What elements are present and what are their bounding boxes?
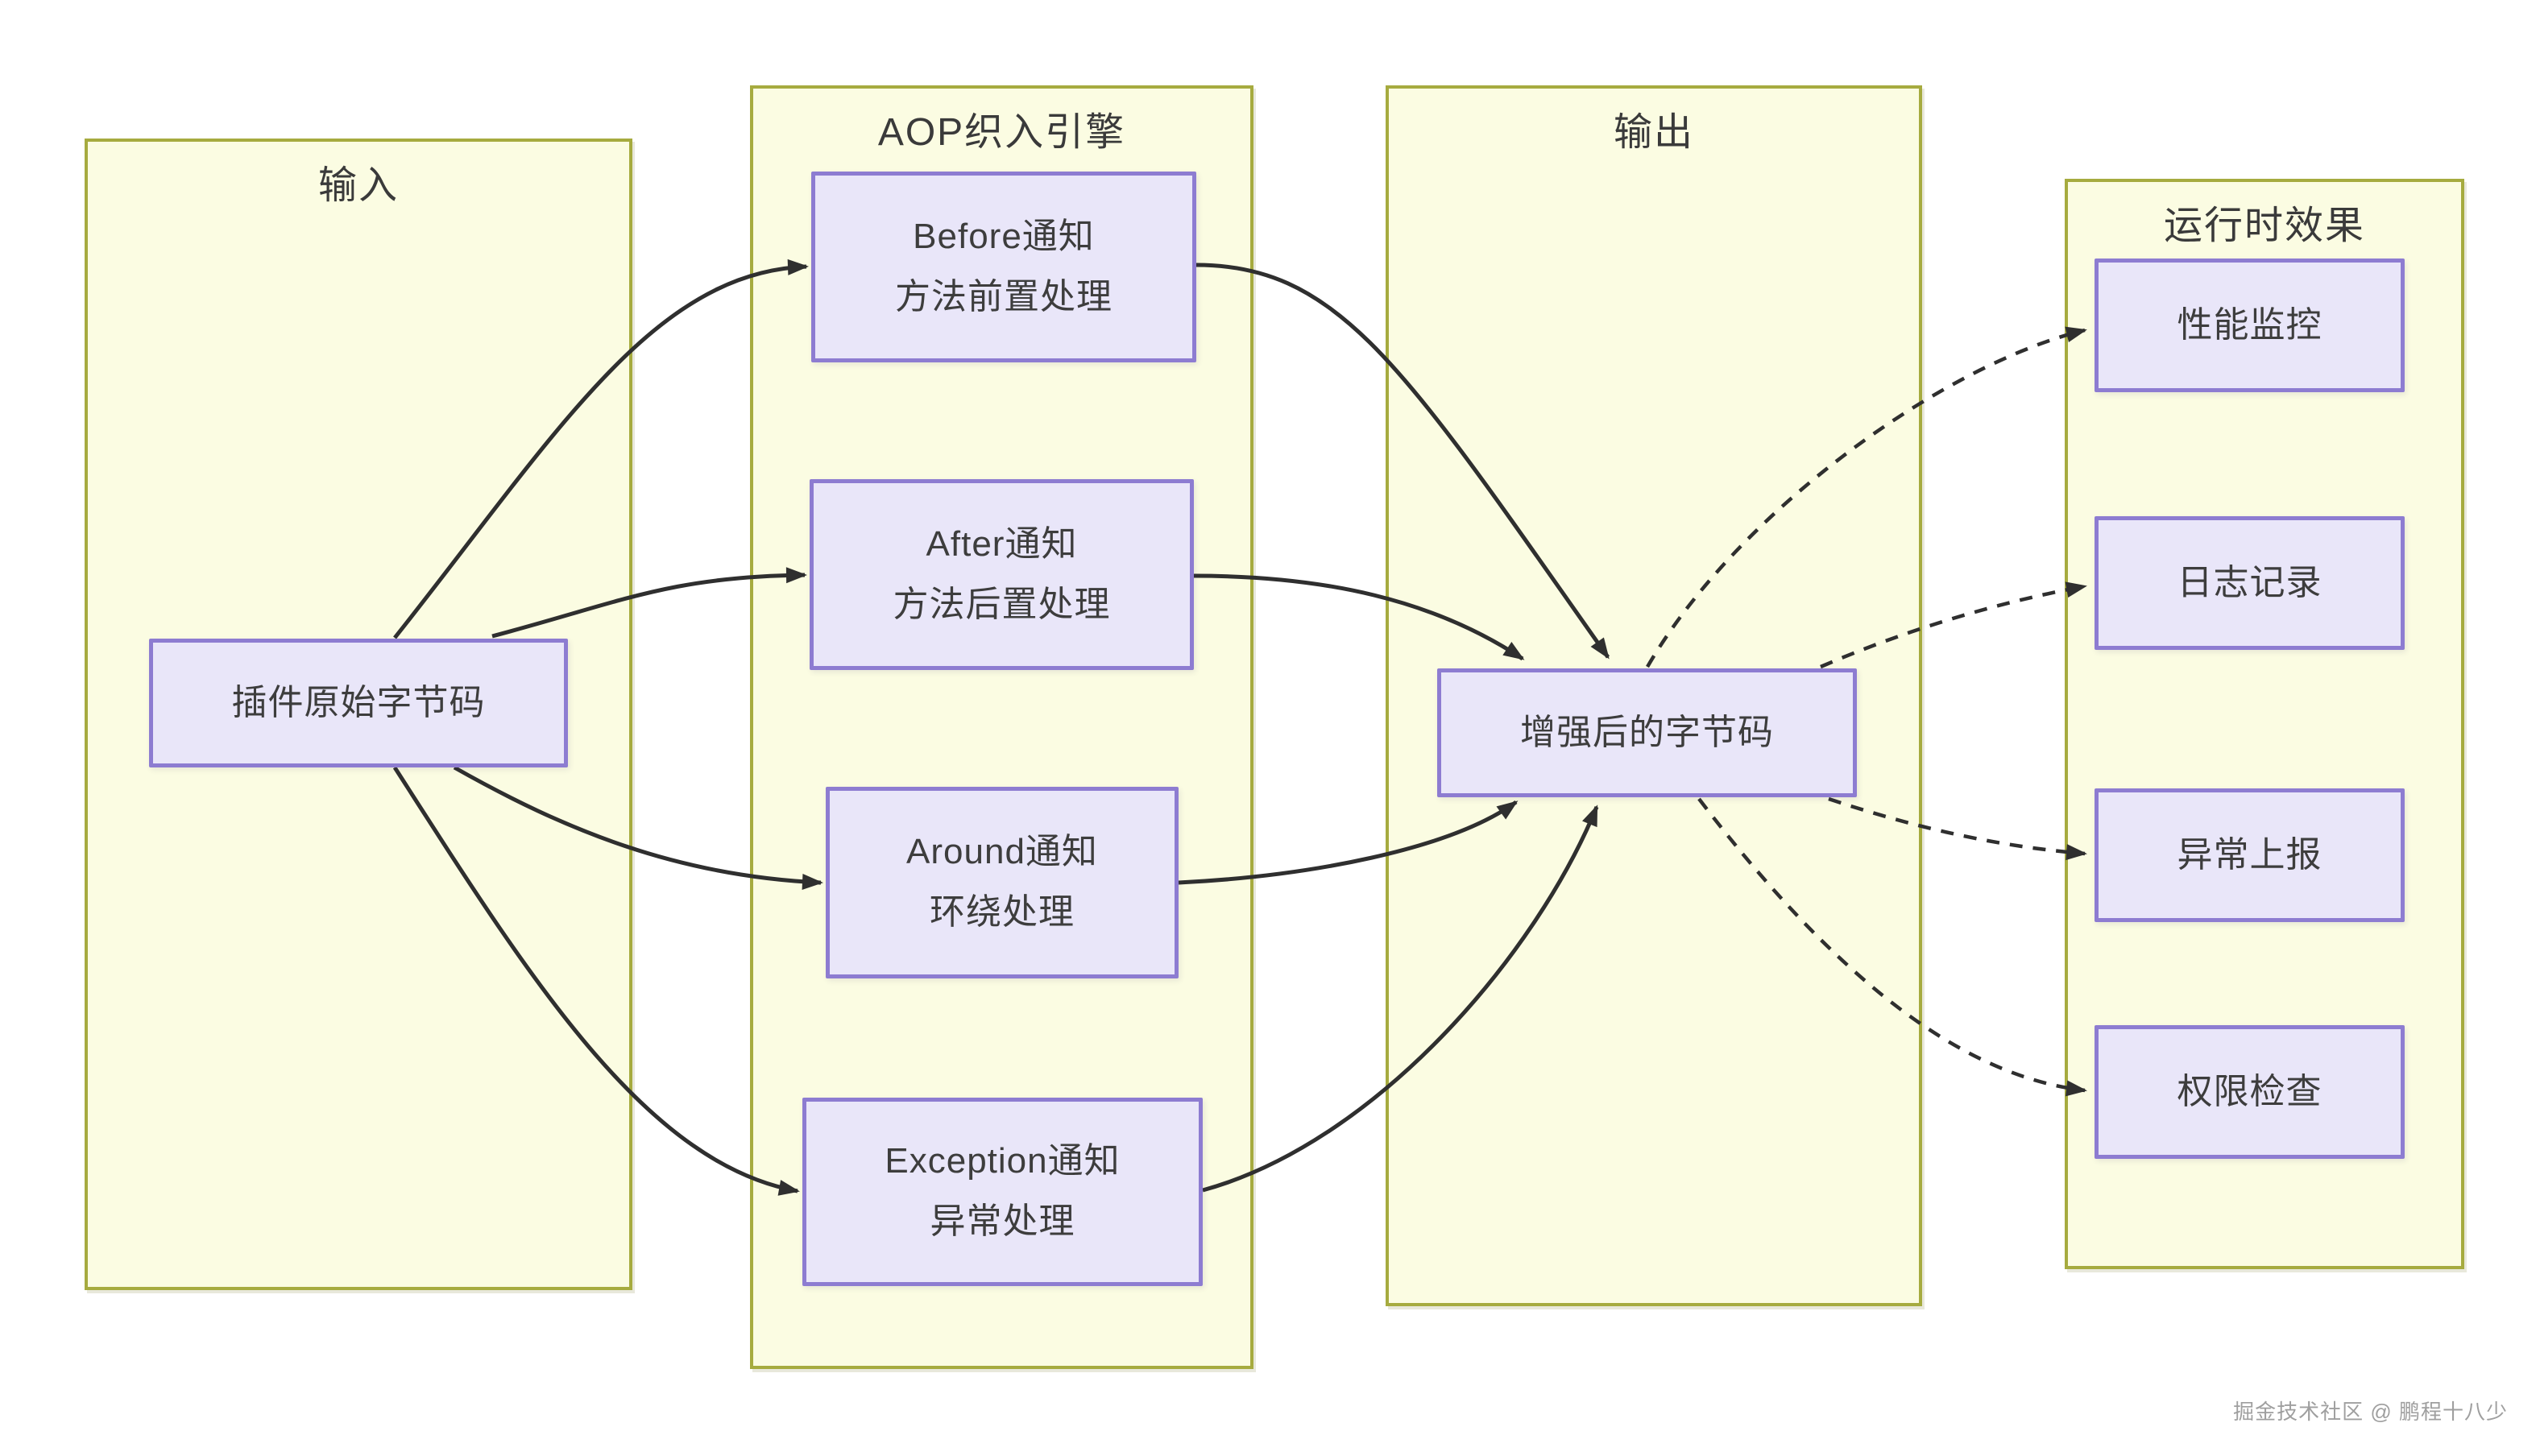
edge-before-to-enhanced	[1195, 263, 1610, 660]
node-enhanced-label: 增强后的字节码	[1520, 712, 1774, 752]
edge-exception-to-enhanced	[1202, 805, 1599, 1193]
node-around: Around通知 环绕处理	[826, 787, 1179, 978]
node-exception: Exception通知 异常处理	[802, 1098, 1203, 1286]
node-perm-label: 权限检查	[2177, 1071, 2322, 1111]
node-after-label: After通知 方法后置处理	[893, 523, 1111, 624]
edge-enhanced-to-log	[1820, 581, 2087, 669]
node-perf-label: 性能监控	[2177, 304, 2322, 345]
edge-source-to-before	[393, 259, 809, 639]
node-before-label: Before通知 方法前置处理	[895, 216, 1113, 316]
edge-source-to-after	[491, 567, 807, 639]
node-report-label: 异常上报	[2177, 834, 2322, 875]
edge-enhanced-to-report	[1828, 796, 2087, 861]
node-after: After通知 方法后置处理	[810, 479, 1194, 670]
edge-source-to-exception	[392, 766, 800, 1196]
node-log: 日志记录	[2095, 516, 2405, 650]
node-source-label: 插件原始字节码	[231, 682, 486, 722]
edge-enhanced-to-perm	[1697, 797, 2087, 1097]
node-source: 插件原始字节码	[149, 639, 568, 767]
container-input-title: 输入	[317, 164, 399, 207]
node-report: 异常上报	[2095, 788, 2405, 922]
edge-after-to-enhanced	[1193, 573, 1525, 661]
node-before: Before通知 方法前置处理	[811, 172, 1196, 362]
node-perm: 权限检查	[2095, 1025, 2405, 1159]
node-log-label: 日志记录	[2177, 562, 2322, 602]
edge-enhanced-to-perf	[1646, 326, 2087, 668]
node-exception-label: Exception通知 异常处理	[885, 1141, 1121, 1241]
node-enhanced: 增强后的字节码	[1437, 668, 1857, 797]
node-perf: 性能监控	[2095, 259, 2405, 392]
edge-around-to-enhanced	[1178, 800, 1519, 885]
edge-source-to-around	[453, 765, 823, 890]
container-engine-title: AOP织入引擎	[877, 111, 1126, 154]
container-runtime-title: 运行时效果	[2163, 205, 2365, 247]
watermark: 掘金技术社区 @ 鹏程十八少	[2233, 1400, 2508, 1424]
node-around-label: Around通知 环绕处理	[906, 832, 1098, 932]
container-output-title: 输出	[1613, 111, 1694, 154]
